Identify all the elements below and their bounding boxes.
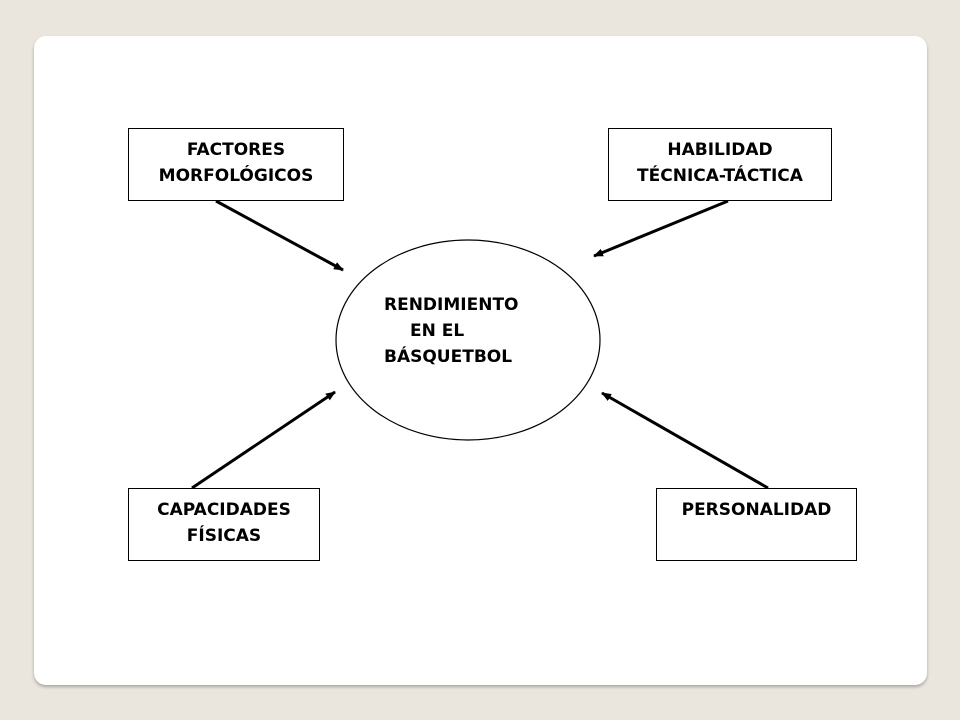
center-label-line3: BÁSQUETBOL [384,347,513,367]
factor-box-habilidad: HABILIDAD TÉCNICA-TÁCTICA [608,128,832,201]
factor-label-line: FACTORES [186,140,286,160]
factor-label-line: TÉCNICA-TÁCTICA [637,166,803,186]
arrow-habilidad-to-center [593,199,729,258]
factor-label-line: CAPACIDADES [157,500,291,520]
arrow-factores-to-center [215,199,344,272]
factor-box-personalidad: PERSONALIDAD [656,488,857,561]
factor-label-line: HABILIDAD [667,140,773,160]
factor-label-line: PERSONALIDAD [681,500,832,520]
factor-label-line: FÍSICAS [186,526,262,546]
factor-box-capacidades: CAPACIDADES FÍSICAS [128,488,320,561]
arrow-personalidad-to-center [601,391,769,490]
center-label-line2: EN EL [410,321,465,341]
center-ellipse [335,239,601,441]
factor-label-line: MORFOLÓGICOS [158,166,314,186]
arrow-capacidades-to-center [191,390,336,490]
center-label-line1: RENDIMIENTO [384,295,519,315]
factor-box-morfologicos: FACTORES MORFOLÓGICOS [128,128,344,201]
